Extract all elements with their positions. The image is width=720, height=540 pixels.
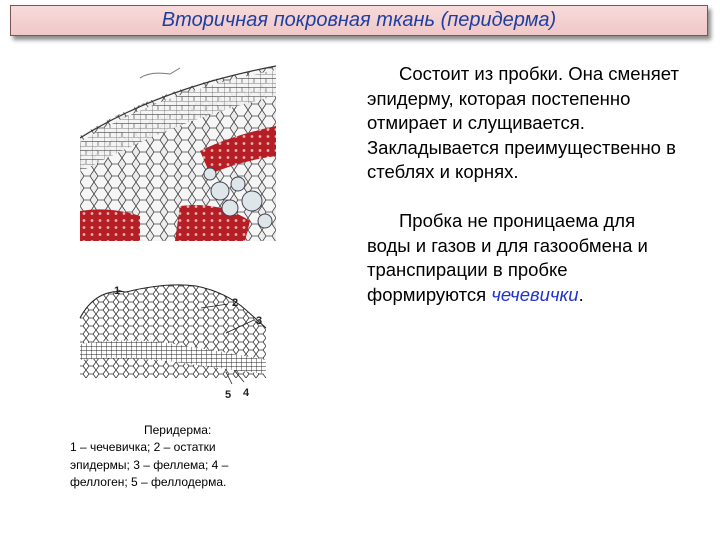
figure-caption: Перидерма: 1 – чечевичка; 2 – остатки эп… bbox=[70, 422, 275, 492]
title-banner: Вторичная покровная ткань (перидерма) bbox=[10, 5, 708, 36]
diagram-label-1: 1 bbox=[114, 285, 120, 297]
paragraph-2: Пробка не проницаема для воды и газов и … bbox=[367, 209, 682, 307]
periderm-micrograph-image bbox=[80, 56, 276, 241]
periderm-diagram-image: 1 2 3 4 5 bbox=[79, 284, 267, 401]
paragraph-2-end: . bbox=[578, 283, 584, 305]
caption-body: 1 – чечевичка; 2 – остатки эпидермы; 3 –… bbox=[70, 440, 229, 490]
paragraph-2-main: Пробка не проницаема для воды и газов и … bbox=[367, 209, 648, 305]
diagram-label-5: 5 bbox=[225, 389, 231, 401]
description-text: Состоит из пробки. Она сменяет эпидерму,… bbox=[367, 62, 682, 307]
diagram-label-4: 4 bbox=[243, 387, 250, 399]
slide-title: Вторичная покровная ткань (перидерма) bbox=[161, 9, 557, 31]
lenticels-term: чечевички bbox=[491, 283, 579, 305]
caption-heading: Перидерма: bbox=[144, 423, 212, 437]
paragraph-1: Состоит из пробки. Она сменяет эпидерму,… bbox=[367, 63, 679, 183]
diagram-label-2: 2 bbox=[232, 297, 238, 309]
diagram-label-3: 3 bbox=[256, 315, 262, 327]
